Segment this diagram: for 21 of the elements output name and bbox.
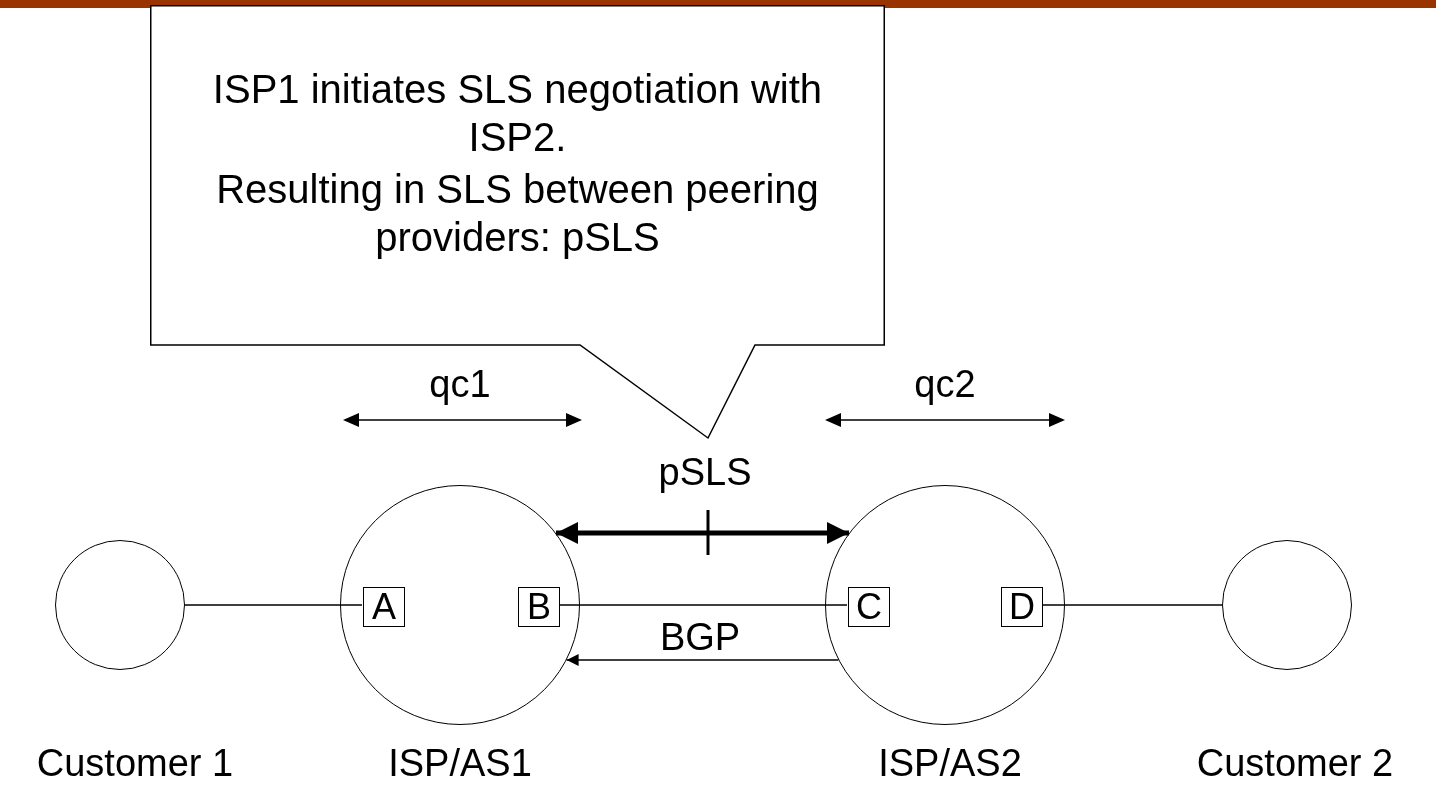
callout-text: ISP1 initiates SLS negotiation with ISP2. bbox=[211, 66, 824, 161]
node-letter: C bbox=[856, 589, 882, 625]
connector-line bbox=[558, 604, 848, 606]
node-caption: Customer 2 bbox=[1195, 742, 1395, 785]
router-box bbox=[848, 587, 890, 627]
dimension-label: qc2 bbox=[914, 365, 976, 403]
arrow bbox=[565, 654, 840, 666]
node-letter: B bbox=[527, 589, 551, 625]
node-letter: D bbox=[1009, 589, 1035, 625]
router-box bbox=[1001, 587, 1043, 627]
connector-line bbox=[1041, 604, 1223, 606]
arrow bbox=[556, 522, 849, 544]
node-caption: ISP/AS1 bbox=[387, 742, 533, 785]
node-letter: A bbox=[372, 589, 396, 625]
dimension-label: qc1 bbox=[429, 365, 491, 403]
node-caption: ISP/AS2 bbox=[877, 742, 1023, 785]
callout-text: Resulting in SLS between peering providers: pSLS bbox=[215, 166, 820, 261]
connector-line bbox=[184, 604, 363, 606]
node-caption: Customer 1 bbox=[35, 742, 235, 785]
router-box bbox=[518, 587, 560, 627]
router-box bbox=[363, 587, 405, 627]
